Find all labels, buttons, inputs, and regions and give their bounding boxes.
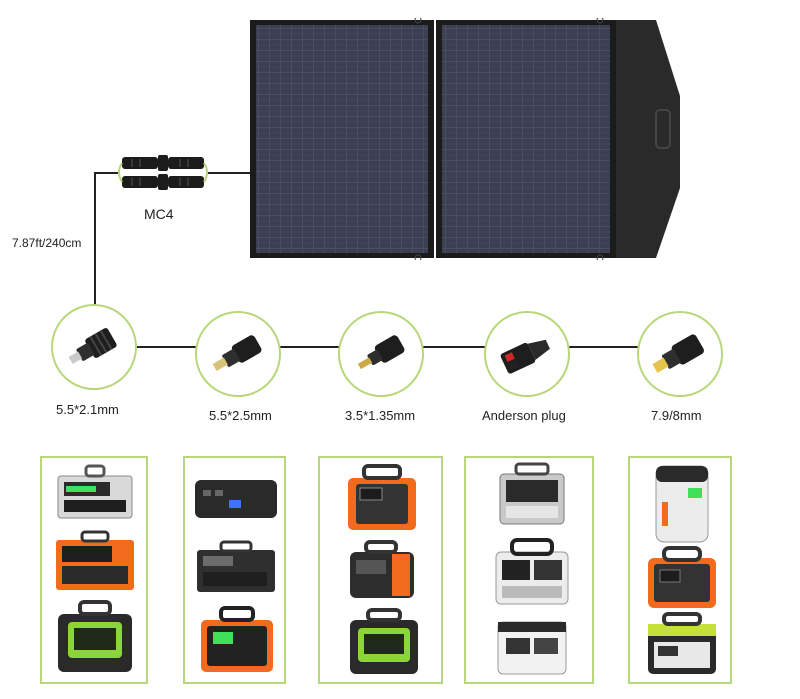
adapter-label: 5.5*2.1mm [56, 402, 119, 417]
mc4-label: MC4 [144, 206, 174, 222]
power-station-image [648, 612, 716, 674]
adapter-label: 3.5*1.35mm [345, 408, 416, 423]
solar-panel [248, 16, 684, 262]
adapter-label: Anderson plug [482, 408, 566, 423]
device-group-5521 [40, 456, 148, 684]
dc-plug-icon [357, 335, 405, 370]
power-station-image [197, 540, 275, 592]
solar-panel-graphic [250, 16, 680, 262]
anderson-plug-icon [500, 339, 550, 374]
device-group-35135 [318, 456, 443, 684]
power-station-image [58, 600, 132, 672]
power-bank-image [195, 480, 277, 518]
power-station-image [57, 464, 133, 519]
adapter-5525-circle [195, 311, 281, 397]
power-station-image [350, 540, 414, 598]
power-station-image [648, 546, 716, 608]
device-group-5525 [183, 456, 286, 684]
cable-length-label: 7.87ft/240cm [12, 236, 82, 250]
mc4-connector-icon [118, 150, 210, 196]
dc-plug-icon [212, 335, 262, 371]
power-station-image [655, 465, 709, 543]
device-group-798 [628, 456, 732, 684]
cable-segment [208, 172, 250, 174]
power-station-image [56, 530, 134, 590]
adapter-anderson-circle [484, 311, 570, 397]
adapter-798-circle [637, 311, 723, 397]
power-station-image [201, 606, 273, 672]
dc-plug-icon [652, 334, 704, 373]
dc-plug-icon [68, 328, 117, 364]
adapter-35135-circle [338, 311, 424, 397]
adapter-5521-circle [51, 304, 137, 390]
power-station-image [495, 538, 569, 605]
power-station-image [350, 608, 418, 674]
power-station-image [499, 462, 565, 525]
adapter-label: 7.9/8mm [651, 408, 702, 423]
cable-drop [94, 172, 96, 348]
cable-segment [94, 172, 120, 174]
adapter-label: 5.5*2.5mm [209, 408, 272, 423]
power-station-image [348, 464, 416, 530]
power-station-image [497, 621, 567, 675]
device-group-anderson [464, 456, 594, 684]
